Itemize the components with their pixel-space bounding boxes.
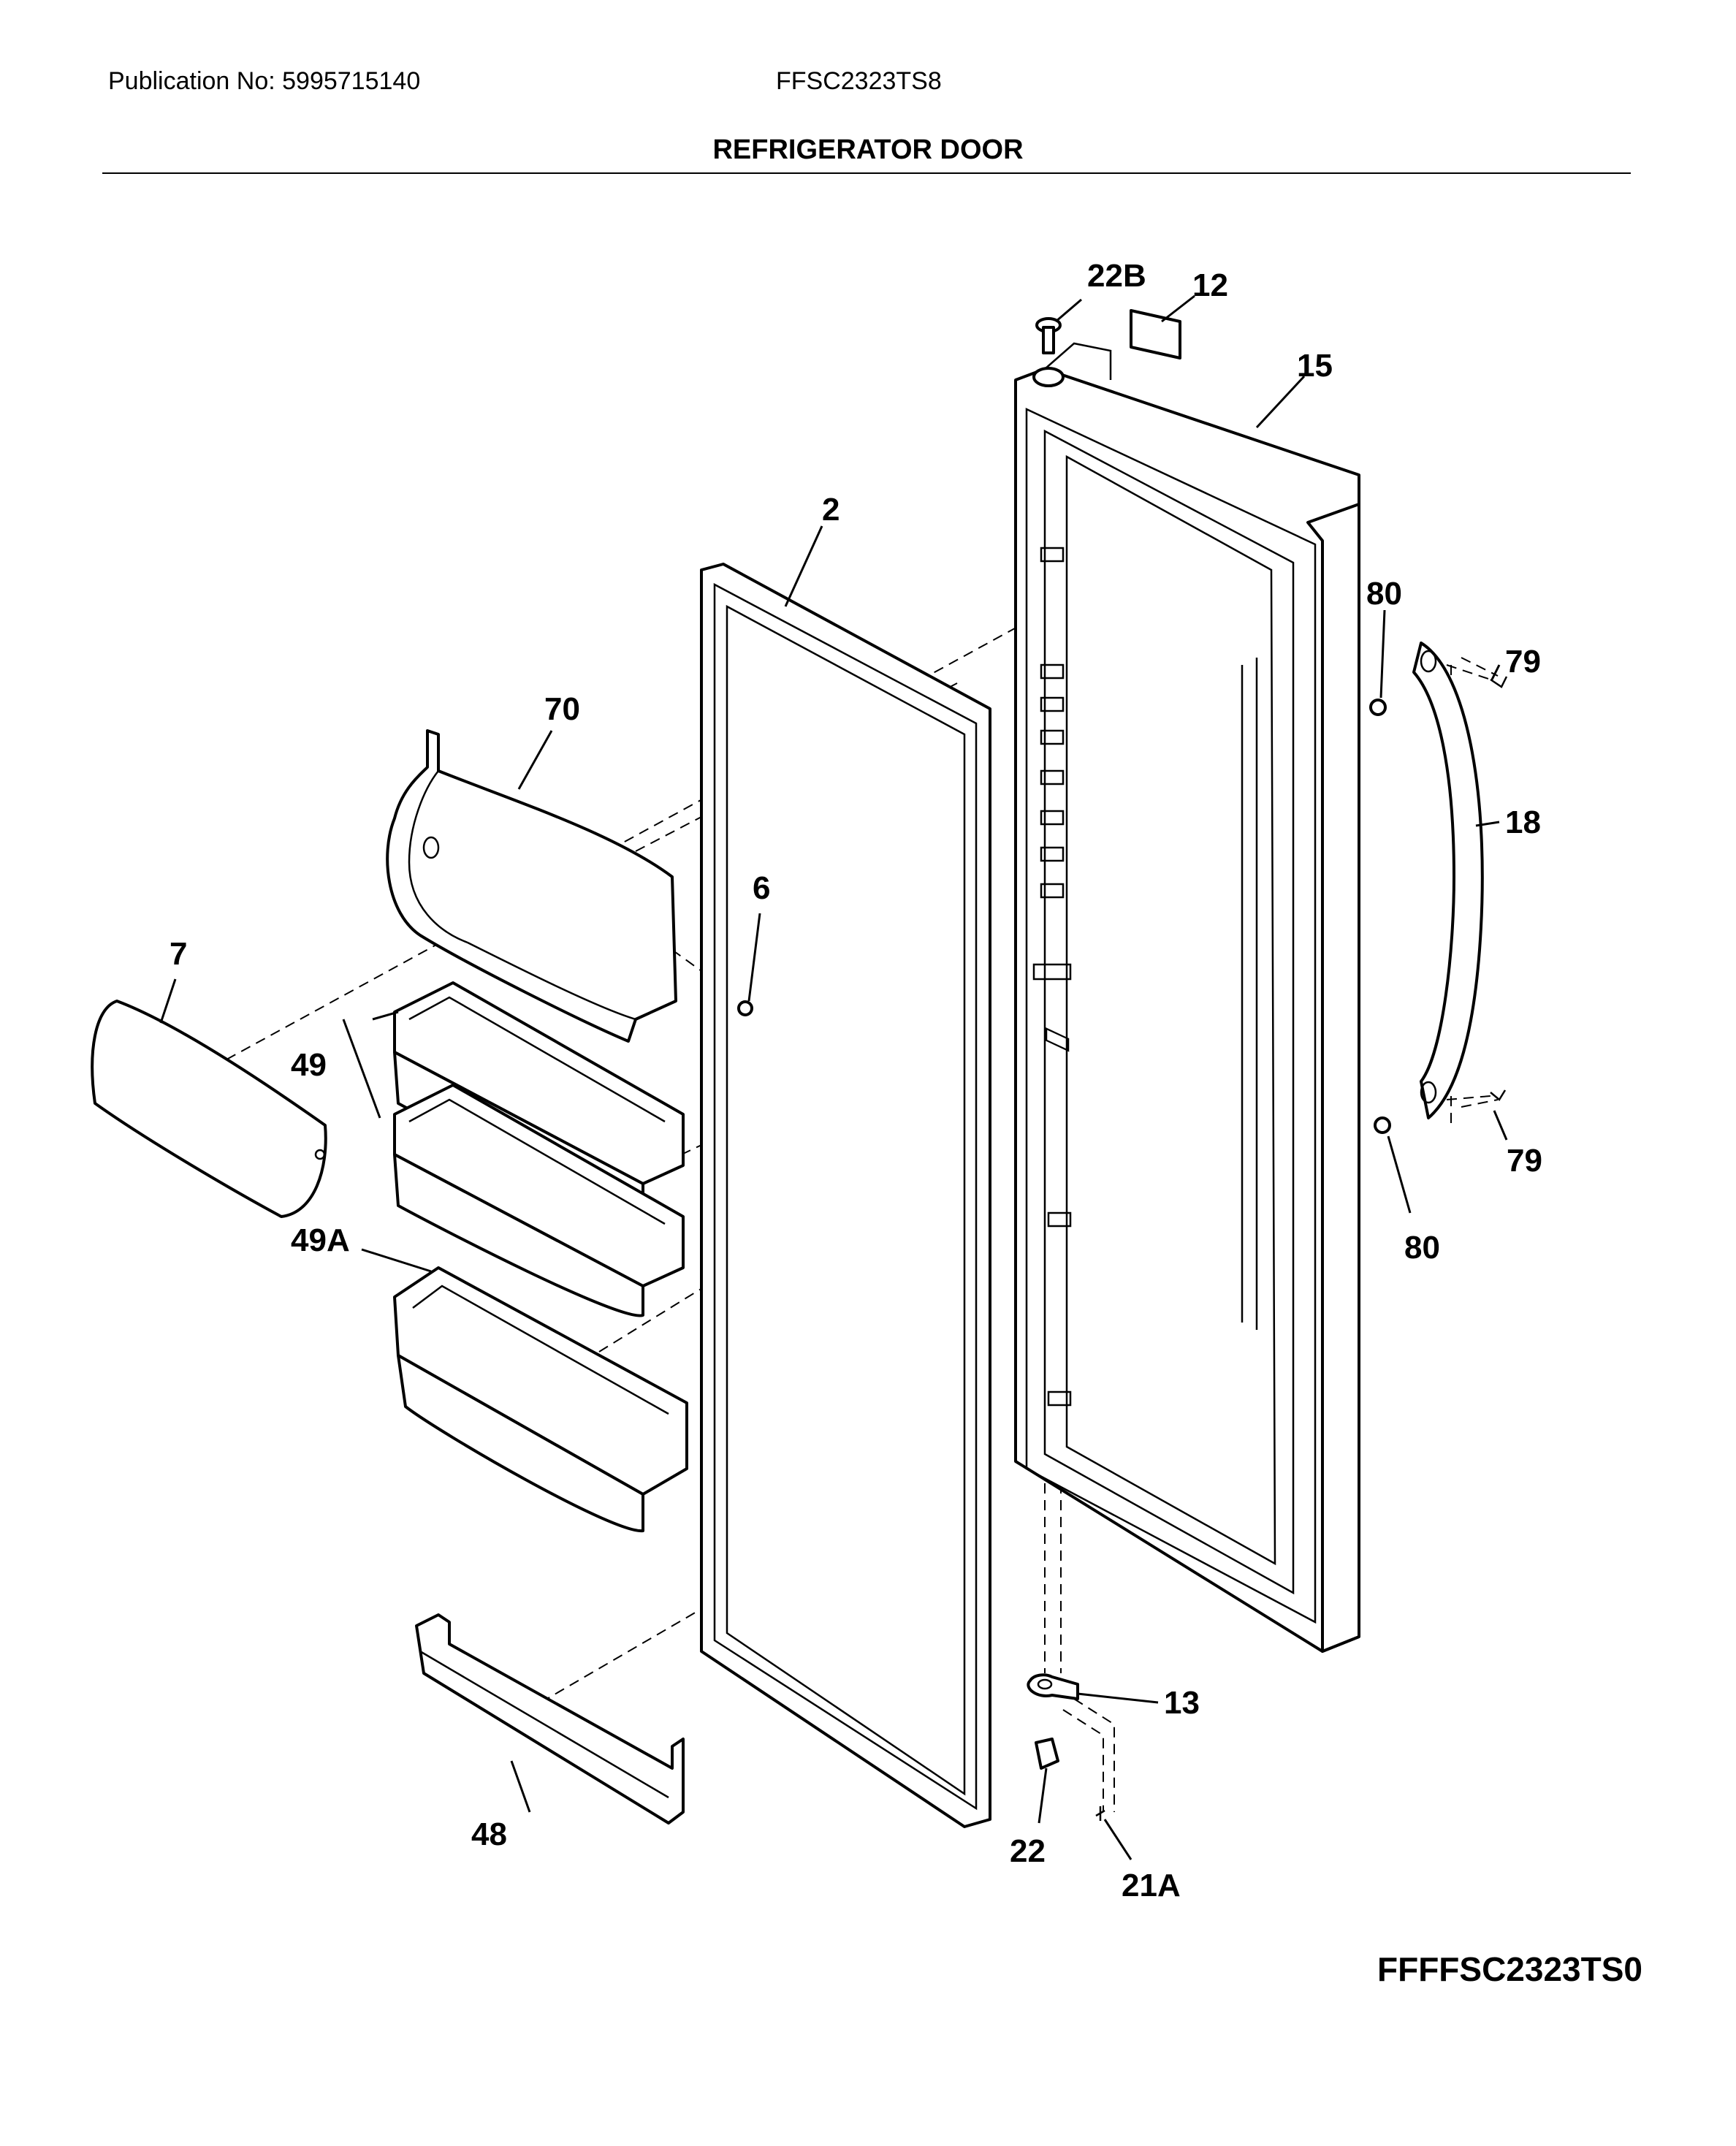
- hinge-screw: [1095, 1806, 1105, 1821]
- handle-screw-lower: [1490, 1089, 1507, 1101]
- part-label-49A: 49A: [291, 1222, 350, 1258]
- model-number: FFSC2323TS8: [776, 67, 942, 95]
- door-label-plate: [1130, 309, 1181, 359]
- part-label-22: 22: [1010, 1833, 1046, 1869]
- diagram-code: FFFFSC2323TS0: [1377, 1950, 1642, 1988]
- handle-stud-upper: [1369, 699, 1387, 716]
- publication-number: Publication No: 5995715140: [108, 67, 421, 95]
- top-hinge-pin: [1032, 317, 1065, 387]
- part-label-70: 70: [544, 691, 580, 727]
- part-label-2: 2: [822, 492, 840, 528]
- door-handle: [1412, 642, 1484, 1119]
- door-gasket: [700, 563, 991, 1828]
- part-label-79-upper: 79: [1505, 644, 1541, 680]
- part-label-15: 15: [1297, 348, 1333, 384]
- door-bin-lower: [393, 1266, 688, 1533]
- door-outer-panel: [1014, 342, 1360, 1653]
- part-label-80-upper: 80: [1366, 576, 1402, 612]
- part-label-49: 49: [291, 1047, 327, 1083]
- header-rule: [102, 172, 1631, 174]
- hinge-bushing: [1035, 1738, 1059, 1770]
- part-label-18: 18: [1505, 804, 1541, 840]
- part-label-48: 48: [471, 1816, 507, 1852]
- door-bin-middle: [393, 1084, 685, 1317]
- part-label-79-lower: 79: [1507, 1143, 1542, 1179]
- dairy-compartment: [386, 729, 677, 1043]
- part-label-80-lower: 80: [1404, 1230, 1440, 1266]
- part-label-22B: 22B: [1087, 258, 1146, 294]
- handle-stud-lower: [1374, 1116, 1391, 1134]
- part-label-13: 13: [1164, 1685, 1200, 1721]
- bottom-door-shelf: [415, 1613, 685, 1825]
- leader-lines: [159, 294, 1508, 1860]
- shelf-bin-supports: [1045, 1027, 1070, 1052]
- handle-screw-upper: [1490, 676, 1508, 688]
- dairy-door: [91, 1000, 327, 1218]
- door-clip: [737, 1000, 753, 1016]
- lower-hinge-bracket: [1027, 1673, 1079, 1700]
- page-title: REFRIGERATOR DOOR: [712, 134, 1024, 165]
- part-label-6: 6: [753, 870, 770, 906]
- part-label-12: 12: [1192, 267, 1228, 303]
- part-label-21A: 21A: [1122, 1868, 1181, 1903]
- part-label-7: 7: [170, 936, 187, 972]
